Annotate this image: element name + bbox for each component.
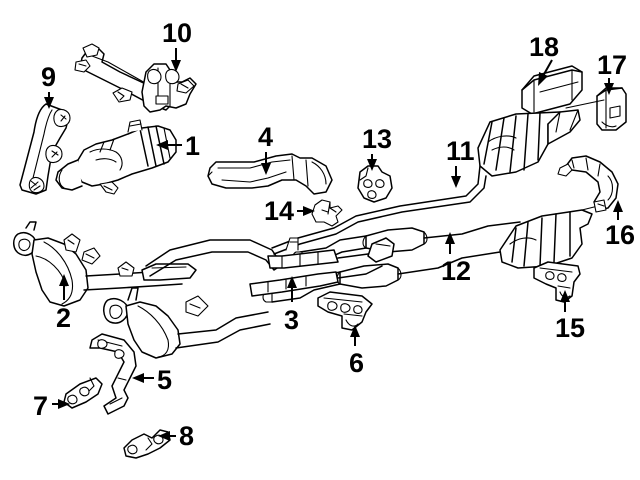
leader-15 [560, 290, 570, 312]
part-6-hanger-bracket [317, 291, 373, 331]
callout-label-10: 10 [162, 18, 193, 48]
part-4-heat-shield-bracket [207, 153, 333, 195]
part-7-gasket-plate [63, 377, 103, 409]
part-18-insulator-pad [521, 65, 583, 115]
leader-1 [156, 140, 182, 150]
callout-label-2: 2 [56, 303, 72, 333]
callout-label-7: 7 [33, 391, 49, 421]
part-11-intermediate-pipe [271, 99, 605, 255]
leader-10 [171, 48, 181, 72]
part-2-catalytic-converter-left [13, 221, 281, 307]
leader-16 [613, 200, 623, 220]
part-16-tailpipe-hanger [557, 155, 619, 213]
part-9-support-arm [19, 103, 71, 195]
leader-9 [44, 92, 54, 109]
part-15-hanger-plate [533, 261, 581, 303]
callout-label-14: 14 [264, 196, 295, 226]
leader-3 [287, 276, 297, 302]
callout-label-6: 6 [349, 348, 365, 378]
part-14-clip-fastener [311, 199, 343, 227]
part-13-insulator-block [357, 165, 393, 203]
callout-label-18: 18 [529, 32, 560, 62]
callout-label-17: 17 [597, 50, 628, 80]
part-1-exhaust-manifold [55, 119, 177, 195]
leader-2 [59, 274, 69, 300]
callout-label-12: 12 [441, 256, 472, 286]
callout-label-1: 1 [185, 131, 201, 161]
leader-12 [445, 232, 455, 254]
leader-7 [52, 399, 70, 409]
leader-6 [350, 325, 360, 346]
callout-label-13: 13 [362, 124, 393, 154]
callout-label-3: 3 [284, 305, 300, 335]
rear-muffler [499, 203, 607, 269]
callout-label-5: 5 [157, 365, 173, 395]
part-8-small-bracket [123, 429, 171, 459]
leader-17 [604, 78, 614, 95]
part-10-crossmember-bracket [74, 43, 197, 113]
leader-8 [158, 431, 176, 441]
leader-13 [367, 154, 377, 171]
callout-label-11: 11 [446, 136, 475, 166]
part-17-rubber-mount [596, 87, 627, 131]
callout-label-9: 9 [41, 62, 57, 92]
leader-4 [261, 152, 271, 175]
callout-label-4: 4 [258, 122, 274, 152]
leader-11 [451, 166, 461, 188]
callout-label-8: 8 [179, 421, 195, 451]
callout-label-16: 16 [605, 220, 636, 250]
part-5-mounting-bracket [89, 333, 137, 415]
leader-14 [297, 206, 315, 216]
callout-label-15: 15 [555, 313, 586, 343]
leader-18 [538, 59, 553, 86]
leader-5 [132, 373, 154, 383]
